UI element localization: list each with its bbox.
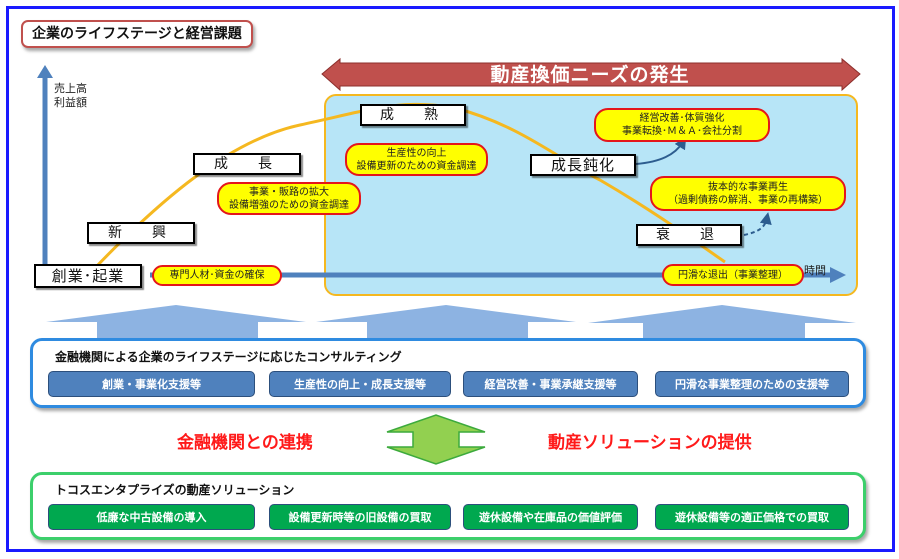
consulting-panel: 金融機関による企業のライフステージに応じたコンサルティング 創業・事業化支援等 … xyxy=(30,338,866,408)
stage-mature: 成 熟 xyxy=(360,104,466,126)
solution-item-fair-price-purchase: 遊休設備等の適正価格での買取 xyxy=(655,504,849,530)
issue-exit-text: 円滑な退出（事業整理） xyxy=(678,269,788,281)
issue-growth-line1: 事業・販路の拡大 xyxy=(249,186,329,198)
x-axis-label: 時間 xyxy=(804,264,826,277)
decline-connector-arrow xyxy=(743,212,772,236)
issue-mature: 生産性の向上 設備更新のための資金調達 xyxy=(345,143,488,176)
x-axis-arrowhead xyxy=(830,267,846,283)
issue-founding-text: 専門人材･資金の確保 xyxy=(169,270,265,281)
issue-mature-line1: 生産性の向上 xyxy=(386,147,447,159)
y-axis-label-line2: 利益額 xyxy=(54,96,87,109)
y-axis-arrowhead xyxy=(37,65,53,78)
demand-banner-label: 動産換価ニーズの発生 xyxy=(490,64,690,86)
demand-banner-arrow xyxy=(321,57,861,92)
up-arrow-3 xyxy=(588,305,856,340)
solution-item-used-equipment: 低廉な中古設備の導入 xyxy=(48,504,255,530)
page-title: 企業のライフステージと経営課題 xyxy=(21,20,253,48)
issue-slowdown-line2: 事業転換･Ｍ＆Ａ･会社分割 xyxy=(622,126,742,137)
consulting-item-founding: 創業・事業化支援等 xyxy=(48,371,255,397)
consulting-item-exit: 円滑な事業整理のための支援等 xyxy=(655,371,849,397)
consulting-panel-title: 金融機関による企業のライフステージに応じたコンサルティング xyxy=(55,350,402,364)
issue-exit: 円滑な退出（事業整理） xyxy=(662,264,804,286)
stage-decline: 衰 退 xyxy=(636,224,742,246)
solution-item-valuation: 遊休設備や在庫品の価値評価 xyxy=(463,504,638,530)
stage-slowdown: 成長鈍化 xyxy=(530,154,636,176)
stage-growth: 成 長 xyxy=(193,153,301,175)
solutions-panel: トコスエンタプライズの動産ソリューション 低廉な中古設備の導入 設備更新時等の旧… xyxy=(30,472,866,540)
link-text-finance: 金融機関との連携 xyxy=(177,433,313,453)
issue-growth: 事業・販路の拡大 設備増強のための資金調達 xyxy=(217,182,361,215)
issue-mature-line2: 設備更新のための資金調達 xyxy=(356,160,477,172)
up-arrow-1 xyxy=(46,305,306,340)
stage-emerging: 新 興 xyxy=(87,222,195,244)
solutions-panel-title: トコスエンタプライズの動産ソリューション xyxy=(55,483,295,497)
up-arrow-2 xyxy=(316,305,576,340)
y-axis-label-line1: 売上高 xyxy=(54,82,87,95)
issue-decline: 抜本的な事業再生 （過剰債務の解消、事業の再構築） xyxy=(650,176,846,211)
consulting-item-improvement: 経営改善・事業承継支援等 xyxy=(463,371,638,397)
link-text-solution: 動産ソリューションの提供 xyxy=(548,433,752,453)
link-double-arrow xyxy=(386,414,486,465)
y-axis-label: 売上高 利益額 xyxy=(54,82,87,110)
issue-decline-line2: （過剰債務の解消、事業の再構築） xyxy=(668,194,828,206)
issue-decline-line1: 抜本的な事業再生 xyxy=(708,181,788,193)
issue-growth-line2: 設備増強のための資金調達 xyxy=(229,199,349,211)
slowdown-connector-arrow xyxy=(635,136,687,165)
consulting-item-growth: 生産性の向上・成長支援等 xyxy=(269,371,451,397)
issue-founding: 専門人材･資金の確保 xyxy=(152,265,282,286)
solution-item-old-equipment-purchase: 設備更新時等の旧設備の買取 xyxy=(269,504,451,530)
stage-founding: 創業･起業 xyxy=(34,264,142,288)
issue-slowdown: 経営改善･体質強化 事業転換･Ｍ＆Ａ･会社分割 xyxy=(594,108,770,142)
issue-slowdown-line1: 経営改善･体質強化 xyxy=(639,113,725,124)
